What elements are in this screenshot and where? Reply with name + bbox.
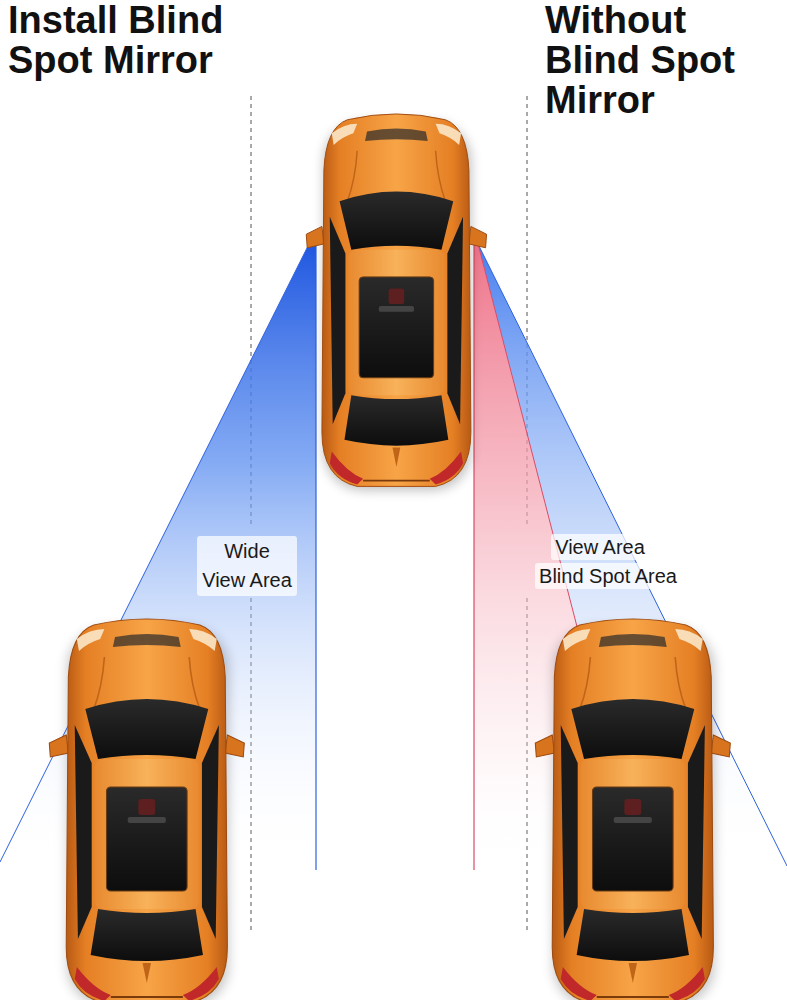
heading: Install Blind Spot Mirror	[8, 0, 298, 80]
view-edge	[315, 242, 316, 870]
blind-edge	[473, 244, 474, 870]
area-label: Wide View Area	[197, 536, 297, 596]
area-label: Blind Spot Area	[535, 563, 681, 589]
car	[49, 619, 244, 1000]
car	[306, 114, 486, 490]
car	[535, 619, 730, 1000]
heading: Without Blind Spot Mirror	[545, 0, 781, 120]
area-label: View Area	[551, 534, 649, 560]
